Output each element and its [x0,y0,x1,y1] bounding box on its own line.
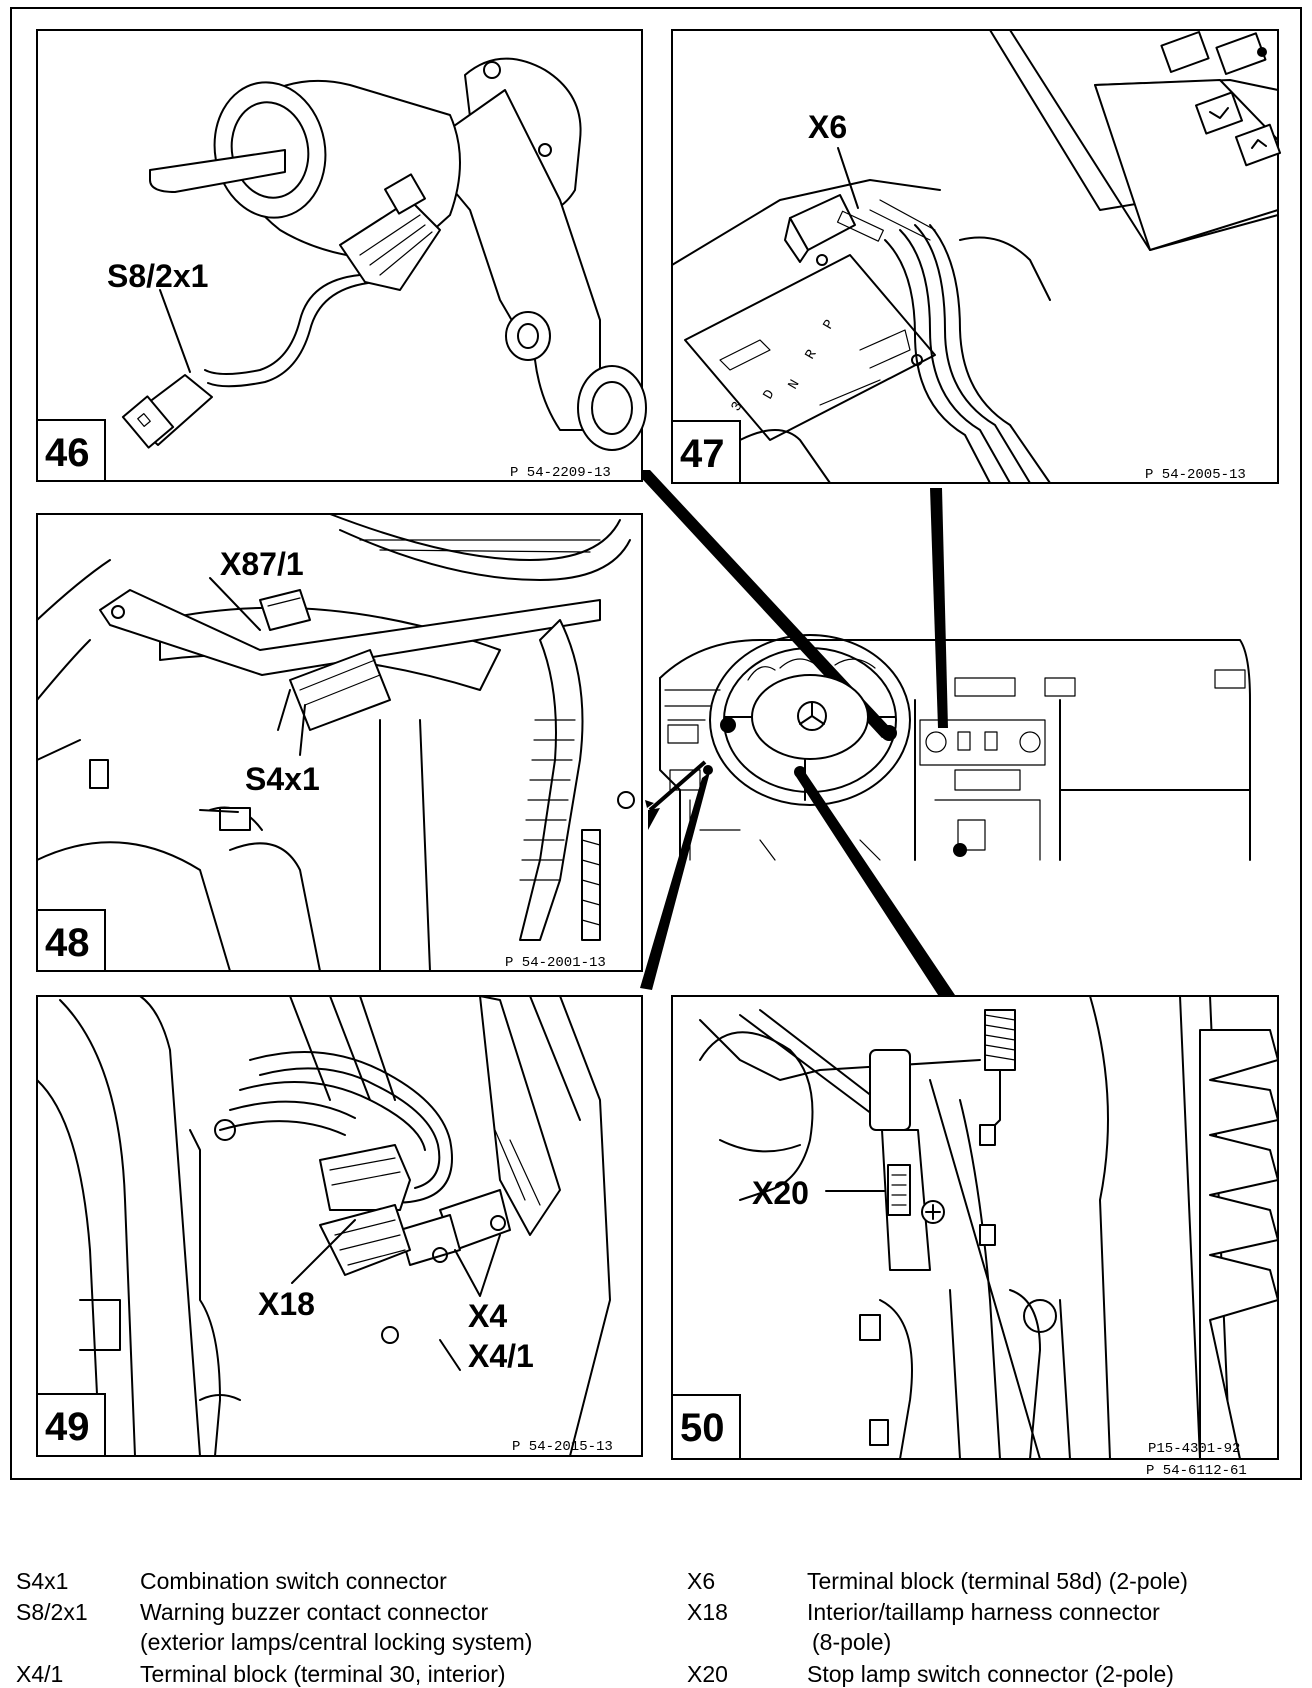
panel-number-50: 50 [680,1406,725,1450]
legend-desc-cont: (exterior lamps/central locking system) [140,1629,533,1655]
panel-46: S8/2x1 46 P 54-2209-13 [36,29,647,482]
panel-ref-48: P 54-2001-13 [505,955,606,971]
panel-50: X20 50 P15-4301-92 [671,995,1279,1460]
panel-ref-47: P 54-2005-13 [1145,467,1246,483]
panel-48: X87/1 S4x1 48 P 54-2001-13 [36,513,643,972]
legend-desc: Stop lamp switch connector (2-pole) [807,1661,1174,1687]
legend: S4x1 Combination switch connector S8/2x1… [0,1555,1312,1688]
wiring-diagram-figure: S8/2x1 46 P 54-2209-13 P R N D 3 [10,7,1302,1480]
panel-number-49: 49 [45,1405,90,1449]
legend-code: X20 [687,1661,728,1687]
pedal-stoplamp-illustration [699,995,1279,1460]
ignition-switch-illustration [121,57,647,451]
legend-desc: Terminal block (terminal 58d) (2-pole) [807,1568,1188,1594]
label-x4-1: X4/1 [468,1338,534,1374]
legend-code: S4x1 [16,1568,69,1594]
legend-code: X18 [687,1599,728,1625]
panel-ref-46: P 54-2209-13 [510,465,611,481]
panel-49: X18 X4 X4/1 49 P 54-2015-13 [36,995,643,1457]
legend-desc: Terminal block (terminal 30, interior) [140,1661,506,1687]
legend-desc-cont: (8-pole) [812,1629,892,1655]
legend-desc: Combination switch connector [140,1568,447,1594]
label-x6: X6 [808,109,847,145]
outer-frame [10,7,1302,1480]
legend-desc: Interior/taillamp harness connector [807,1599,1160,1625]
label-x4: X4 [468,1298,507,1334]
selector-console-illustration: P R N D 3 [671,29,1282,484]
steering-column-underside-illustration [36,513,635,972]
legend-desc: Warning buzzer contact connector [140,1599,489,1625]
figure-ref: P 54-6112-61 [1146,1463,1247,1479]
footwell-connectors-illustration [36,995,611,1457]
label-x87-1: X87/1 [220,546,304,582]
legend-code: S8/2x1 [16,1599,88,1625]
panel-number-48: 48 [45,921,90,965]
panel-number-46: 46 [45,431,90,475]
panel-ref-50: P15-4301-92 [1148,1441,1240,1457]
label-x20: X20 [752,1175,809,1211]
label-s8-2x1: S8/2x1 [107,258,208,294]
panel-ref-49: P 54-2015-13 [512,1439,613,1455]
label-s4x1: S4x1 [245,761,320,797]
label-x18: X18 [258,1286,315,1322]
panel-number-47: 47 [680,432,725,476]
panel-47: P R N D 3 X6 47 P 54-2005-13 [671,29,1282,484]
legend-code: X4/1 [16,1661,64,1687]
dashboard-overview [659,634,1251,861]
callout-wedges [634,470,955,998]
legend-code: X6 [687,1568,716,1594]
